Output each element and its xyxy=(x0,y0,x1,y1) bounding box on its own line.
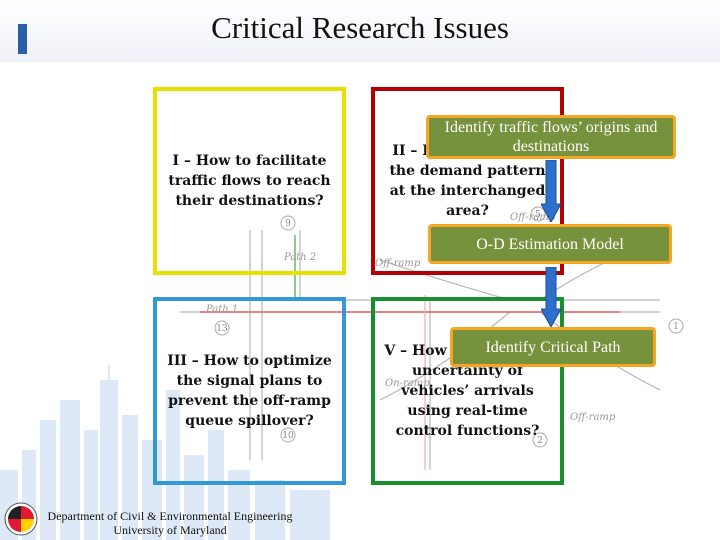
diagram-node: 13 xyxy=(216,324,228,334)
down-arrow-icon xyxy=(541,160,561,222)
diagram-label: Path 1 xyxy=(205,304,238,315)
diagram-node: 2 xyxy=(537,436,543,446)
callout-critical-path: Identify Critical Path xyxy=(450,327,656,367)
skyline-background xyxy=(0,365,330,540)
slide-title: Critical Research Issues xyxy=(211,10,509,45)
issue-box-1: I – How to facilitate traffic flows to r… xyxy=(153,87,346,275)
diagram-node: 1 xyxy=(673,322,679,332)
issue-box-4: V – How to tackle the uncertainty of veh… xyxy=(371,297,564,485)
university-seal-icon xyxy=(4,502,38,536)
title-accent-bar xyxy=(18,24,27,54)
diagram-label: Path 2 xyxy=(283,252,316,263)
issue-text-3: III – How to optimize the signal plans t… xyxy=(167,353,332,429)
issue-box-3: III – How to optimize the signal plans t… xyxy=(153,297,346,485)
down-arrow-icon xyxy=(541,267,561,327)
callout-text: Identify traffic flows’ origins and dest… xyxy=(444,119,658,155)
diagram-label: Off-ramp xyxy=(570,412,616,423)
diagram-node: 5 xyxy=(535,210,541,220)
callout-od-model: O-D Estimation Model xyxy=(428,224,672,264)
diagram-node: 9 xyxy=(285,219,291,229)
diagram-label: Off-ramp xyxy=(375,258,421,269)
title-bar: Critical Research Issues xyxy=(0,0,720,62)
diagram-label: On-ramp xyxy=(385,378,430,389)
diagram-node: 10 xyxy=(282,431,294,441)
callout-text: Identify Critical Path xyxy=(485,338,621,356)
callout-od-identification: Identify traffic flows’ origins and dest… xyxy=(426,115,676,159)
footer-line-2: University of Maryland xyxy=(113,523,227,537)
footer-line-1: Department of Civil & Environmental Engi… xyxy=(47,509,293,523)
diagram-label: Off-ramp xyxy=(510,212,556,223)
callout-text: O-D Estimation Model xyxy=(476,235,624,253)
footer-affiliation: Department of Civil & Environmental Engi… xyxy=(40,509,300,537)
issue-text-1: I – How to facilitate traffic flows to r… xyxy=(168,153,331,209)
